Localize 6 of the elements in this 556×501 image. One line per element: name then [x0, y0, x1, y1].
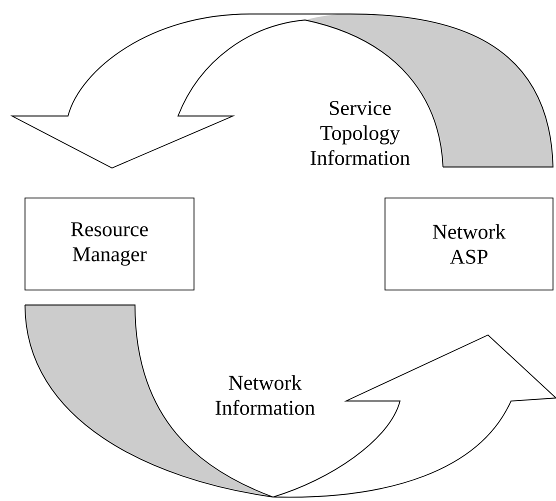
edge-label: Service Topology Information: [310, 100, 410, 166]
edge-label: Network Information: [216, 375, 315, 415]
process-box: Resource Manager: [24, 198, 194, 290]
process-box: Network ASP: [384, 198, 554, 290]
block-arrow: [24, 304, 556, 498]
block-arrow: [12, 14, 554, 168]
